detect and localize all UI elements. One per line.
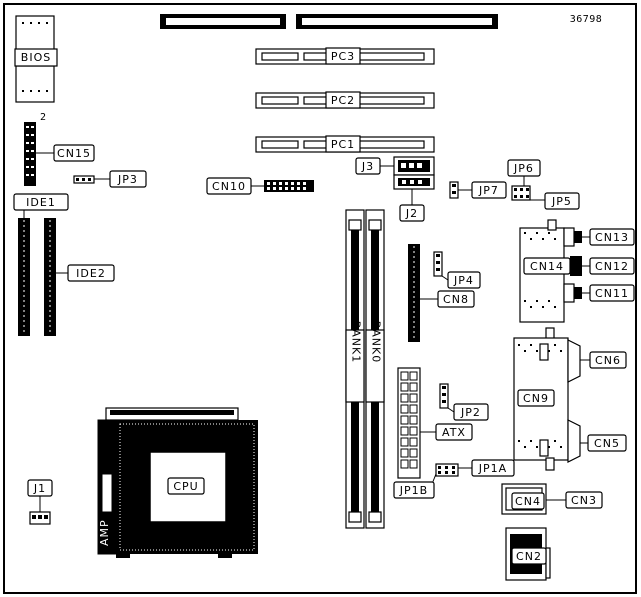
jp4-jumper: JP4: [433, 251, 481, 289]
jp5-jumper: JP5: [530, 192, 580, 210]
cn4-connector: CN4 CN3: [501, 483, 603, 515]
jp6-jumper: JP6: [507, 159, 541, 201]
pc2-label: PC2: [331, 94, 355, 107]
pin2-label: 2: [40, 112, 47, 123]
jp1-jumper: JP1A JP1B: [393, 459, 515, 499]
jp3-jumper: JP3: [73, 170, 147, 188]
jp6-label: JP6: [513, 162, 534, 175]
isa-slot-left-inner: [166, 18, 280, 25]
cn15-header: 2 CN15: [24, 112, 95, 186]
cn5-label: CN5: [594, 437, 620, 450]
cn12-label: CN12: [595, 260, 629, 273]
cn8-header: CN8: [408, 244, 475, 342]
jp7-label: JP7: [478, 184, 499, 197]
jp2-label: JP2: [460, 406, 481, 419]
ide1-connector: IDE1: [13, 193, 69, 336]
jp2-jumper: JP2: [439, 383, 489, 421]
j1-connector: J1: [27, 479, 53, 525]
amp-label: AMP: [98, 519, 111, 546]
cpu-socket: CPU AMP: [97, 407, 258, 558]
jp1b-label: JP1B: [399, 484, 428, 497]
cn6-label: CN6: [595, 354, 621, 367]
pci-slot-pc1: PC1: [255, 135, 435, 153]
cn11-label: CN11: [595, 287, 629, 300]
dimm-bank1: BANK1: [345, 209, 365, 529]
pci-slot-pc3: PC3: [255, 47, 435, 65]
cn8-label: CN8: [443, 293, 469, 306]
ide1-label: IDE1: [26, 196, 56, 209]
atx-power-connector: ATX: [397, 367, 473, 479]
j3-label: J3: [361, 160, 374, 173]
isa-slot-right-inner: [302, 18, 492, 25]
cn10-header: CN10: [206, 177, 314, 195]
cn3-label: CN3: [571, 494, 597, 507]
bios-chip: BIOS: [14, 15, 58, 103]
jp3-label: JP3: [117, 173, 138, 186]
ide2-label: IDE2: [76, 267, 106, 280]
figure-code: 36798: [570, 14, 603, 25]
pc1-label: PC1: [331, 138, 355, 151]
j1-label: J1: [33, 482, 46, 495]
cn9-label: CN9: [523, 392, 549, 405]
atx-label: ATX: [442, 426, 466, 439]
cn14-label: CN14: [530, 260, 564, 273]
cn9-connector-stack: CN9: [513, 327, 569, 471]
cn10-label: CN10: [212, 180, 246, 193]
jp7-jumper: JP7: [449, 181, 507, 199]
cn2-connector: CN2: [505, 527, 551, 581]
cn15-label: CN15: [57, 147, 91, 160]
j3-connector: J3: [355, 156, 435, 176]
jp5-label: JP5: [551, 195, 572, 208]
cn4-label: CN4: [515, 495, 541, 508]
dimm-bank0: BANK0: [365, 209, 385, 529]
bios-label: BIOS: [21, 51, 51, 64]
cn6-connector: CN6: [567, 339, 627, 383]
cn5-connector: CN5: [567, 419, 627, 463]
jp4-label: JP4: [453, 274, 474, 287]
cn13-label: CN13: [595, 231, 629, 244]
ide2-connector: IDE2: [44, 218, 115, 336]
pci-slot-pc2: PC2: [255, 91, 435, 109]
bank1-label: BANK1: [350, 321, 363, 364]
pc3-label: PC3: [331, 50, 355, 63]
cn2-label: CN2: [516, 550, 542, 563]
bank0-label: BANK0: [370, 321, 383, 364]
jp1a-label: JP1A: [478, 462, 507, 475]
cpu-label: CPU: [173, 480, 198, 493]
j2-connector: J2: [393, 174, 435, 222]
j2-label: J2: [405, 207, 418, 220]
serial-parallel-stack: CN13 CN14 CN12 CN11: [519, 219, 635, 323]
